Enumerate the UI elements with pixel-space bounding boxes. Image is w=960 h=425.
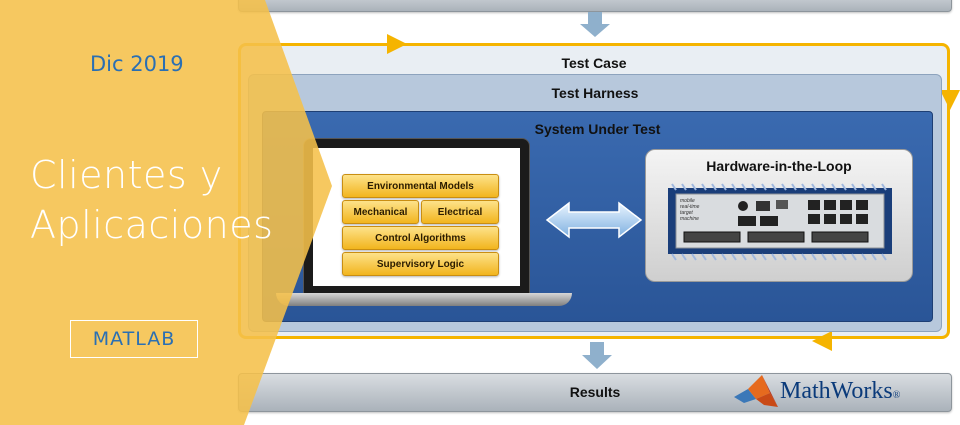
electrical-block: Electrical [421, 200, 499, 224]
membrane-logo-icon [734, 374, 778, 407]
hil-title: Hardware-in-the-Loop [706, 158, 852, 174]
loop-arrow-top [387, 34, 407, 54]
realtime-target-machine-image [668, 183, 892, 261]
mathworks-logo: MathWorks ® [734, 373, 950, 410]
date-label: Dic 2019 [90, 52, 184, 76]
mechanical-block: Mechanical [342, 200, 419, 224]
arrow-down-top [580, 12, 610, 37]
supervisory-logic-block: Supervisory Logic [342, 252, 499, 276]
test-case-title: Test Case [561, 55, 627, 71]
registered-mark: ® [892, 390, 901, 401]
control-algorithms-block: Control Algorithms [342, 226, 499, 250]
test-harness-title: Test Harness [551, 85, 639, 101]
loop-arrow-right [940, 90, 960, 110]
environmental-models-block: Environmental Models [342, 174, 499, 198]
machine-label: mobile real-time target machine [680, 198, 700, 222]
loop-arrow-bottom [812, 331, 832, 351]
title-line-1: Clientes y [30, 153, 223, 197]
results-bar: Results [238, 373, 952, 412]
mathworks-wordmark: MathWorks [780, 378, 893, 404]
matlab-tag: MATLAB [70, 320, 198, 358]
bidirectional-arrow-icon [545, 201, 643, 239]
system-under-test-title: System Under Test [534, 121, 661, 137]
results-title: Results [569, 384, 621, 400]
title-line-2: Aplicaciones [30, 203, 274, 247]
laptop-base [276, 293, 572, 306]
arrow-down-bottom [582, 342, 612, 369]
page-title: Clientes y Aplicaciones [30, 150, 273, 250]
